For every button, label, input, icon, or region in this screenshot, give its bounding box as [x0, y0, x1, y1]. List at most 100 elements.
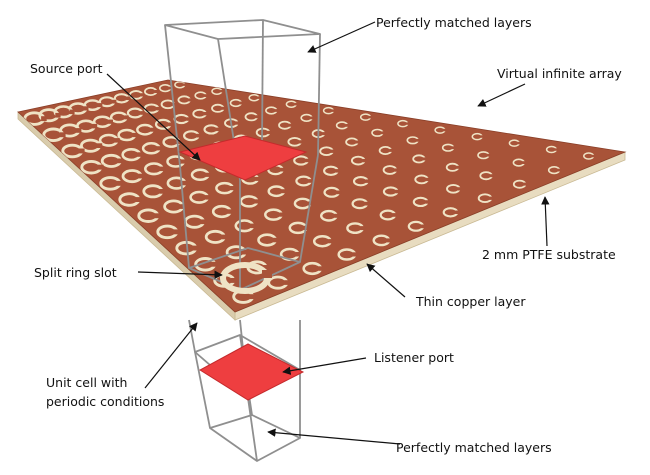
split-ring-gap: [394, 168, 398, 172]
split-ring-gap: [168, 122, 173, 127]
split-ring-gap: [522, 161, 526, 164]
split-ring-gap: [281, 189, 287, 194]
split-ring-gap: [356, 140, 360, 144]
split-ring-gap: [263, 265, 269, 270]
label-listener-port: Listener port: [374, 350, 454, 365]
split-ring-gap: [157, 146, 162, 151]
split-ring-gap: [334, 213, 339, 218]
split-ring-gap: [443, 128, 447, 132]
split-ring-gap: [250, 223, 256, 229]
split-ring-gap: [216, 127, 221, 132]
split-ring-gap: [138, 173, 144, 179]
split-ring-gap: [254, 199, 260, 204]
split-ring-gap: [362, 159, 367, 163]
split-ring-gap: [188, 98, 192, 102]
split-ring-gap: [98, 164, 104, 170]
split-ring-gap: [365, 179, 370, 183]
split-ring-gap: [124, 115, 129, 120]
unit-cell-arrow: [144, 322, 198, 389]
split-ring-gap: [112, 99, 117, 104]
split-ring-gap: [83, 106, 89, 111]
split-ring-gap: [336, 190, 342, 195]
split-ring-gap: [335, 169, 340, 173]
split-ring-gap: [557, 168, 562, 172]
virtual-array-arrow: [477, 83, 526, 107]
split-ring-gap: [205, 172, 211, 177]
split-ring-gap: [480, 135, 484, 138]
split-ring-gap: [517, 141, 521, 145]
split-ring-gap: [425, 200, 430, 204]
split-ring-gap: [280, 167, 285, 172]
split-ring-gap: [255, 115, 259, 119]
label-unit-cell-line2: periodic conditions: [46, 394, 164, 409]
split-ring-gap: [176, 140, 182, 144]
split-ring-gap: [193, 245, 199, 251]
split-ring-gap: [92, 123, 98, 129]
label-pml-top: Perfectly matched layers: [376, 15, 532, 30]
split-ring-gap: [331, 109, 335, 112]
split-ring-gap: [183, 83, 187, 86]
substrate-arrow: [541, 196, 550, 247]
split-ring-gap: [295, 252, 301, 257]
pml-top-arrow: [307, 21, 376, 53]
split-ring-gap: [310, 116, 314, 120]
split-ring-gap: [456, 165, 460, 169]
split-ring-gap: [364, 201, 370, 206]
split-ring-gap: [55, 112, 61, 118]
split-ring-gap: [250, 294, 256, 300]
split-ring-gap: [169, 86, 173, 90]
split-ring-gap: [108, 119, 113, 124]
split-ring-gap: [204, 94, 208, 97]
listener-port-arrow: [282, 357, 367, 375]
split-ring-gap: [140, 111, 145, 115]
split-ring-gap: [41, 116, 47, 122]
split-ring-gap: [156, 106, 161, 111]
split-ring-gap: [294, 102, 298, 106]
split-ring-gap: [386, 238, 392, 243]
split-ring-gap: [160, 166, 166, 172]
split-ring-gap: [416, 138, 420, 142]
label-source-port: Source port: [30, 61, 103, 76]
split-ring-gap: [137, 152, 143, 157]
split-ring-gap: [126, 96, 131, 100]
split-ring-gap: [155, 213, 161, 219]
split-ring-gap: [235, 121, 240, 125]
split-ring-gap: [279, 212, 285, 217]
split-ring-gap: [79, 148, 85, 154]
split-ring-gap: [360, 226, 366, 231]
split-ring-gap: [389, 148, 393, 152]
split-ring-gap: [239, 101, 243, 105]
split-ring-gap: [393, 213, 398, 217]
split-ring-gap: [242, 249, 248, 255]
split-ring-gap: [196, 133, 201, 138]
split-ring-gap: [186, 117, 191, 121]
copper-arrow: [366, 263, 406, 298]
split-ring-gap: [369, 115, 372, 119]
split-ring-gap: [352, 252, 358, 257]
split-ring-gap: [406, 122, 410, 125]
split-ring-gap: [275, 109, 279, 112]
split-ring-gap: [299, 140, 303, 144]
label-virtual-array: Virtual infinite array: [497, 66, 622, 81]
split-ring-gap: [114, 138, 120, 143]
label-substrate: 2 mm PTFE substrate: [482, 247, 616, 262]
split-ring-gap: [308, 179, 313, 183]
source-port: [178, 135, 308, 181]
split-ring-gap: [200, 219, 207, 225]
split-ring-gap: [182, 180, 188, 186]
split-ring-gap: [97, 103, 103, 108]
split-ring-gap: [457, 187, 462, 191]
split-ring-gap: [221, 106, 226, 110]
split-ring-gap: [220, 89, 224, 93]
split-ring-gap: [60, 132, 66, 138]
split-ring-gap: [322, 132, 326, 136]
split-ring-gap: [159, 189, 165, 194]
label-unit-cell-line1: Unit cell with: [46, 375, 127, 390]
split-ring-gap: [328, 239, 333, 244]
split-ring-gap: [204, 112, 208, 116]
split-ring-gap: [227, 209, 233, 214]
split-ring-gap: [451, 146, 456, 150]
split-ring-gap: [205, 195, 211, 200]
split-ring-gap: [117, 180, 123, 186]
